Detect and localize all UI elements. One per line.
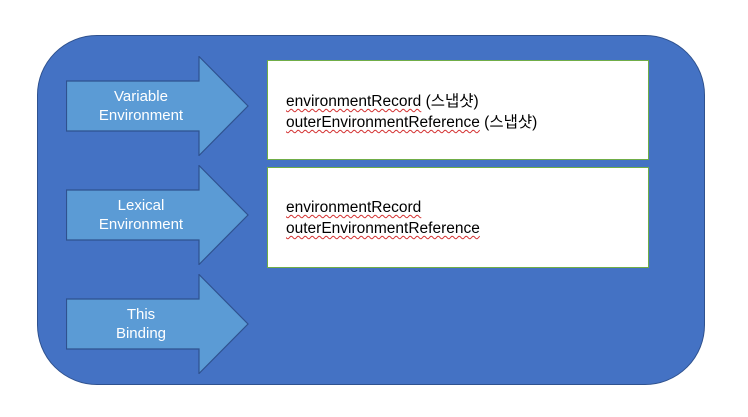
- variable-environment-arrow: Variable Environment: [66, 56, 249, 156]
- variable-environment-box: environmentRecord (스냅샷) outerEnvironment…: [267, 60, 649, 160]
- environment-record-term: environmentRecord: [286, 93, 422, 110]
- environment-record-line: environmentRecord (스냅샷): [286, 91, 648, 112]
- arrow-label-line1: This: [126, 306, 156, 323]
- outer-environment-reference-term: outerEnvironmentReference: [286, 114, 480, 131]
- lexical-environment-arrow: Lexical Environment: [66, 165, 249, 265]
- arrow-label-line2: Environment: [98, 107, 184, 124]
- this-binding-arrow: This Binding: [66, 274, 249, 374]
- outer-environment-reference-line: outerEnvironmentReference: [286, 218, 648, 239]
- outer-environment-reference-line: outerEnvironmentReference (스냅샷): [286, 112, 648, 133]
- environment-record-term: environmentRecord: [286, 199, 422, 216]
- environment-record-line: environmentRecord: [286, 197, 648, 218]
- variable-environment-label: Variable Environment: [66, 82, 216, 130]
- lexical-environment-box: environmentRecord outerEnvironmentRefere…: [267, 167, 649, 268]
- arrow-shape: [66, 56, 249, 156]
- arrow-label-line1: Lexical: [117, 197, 165, 214]
- snapshot-note: (스냅샷): [479, 114, 538, 131]
- outer-environment-reference-term: outerEnvironmentReference: [286, 220, 480, 237]
- snapshot-note: (스냅샷): [421, 93, 479, 110]
- arrow-shape: [66, 165, 249, 265]
- arrow-shape: [66, 274, 249, 374]
- this-binding-label: This Binding: [66, 300, 216, 348]
- arrow-label-line2: Binding: [115, 325, 167, 342]
- lexical-environment-label: Lexical Environment: [66, 191, 216, 239]
- arrow-label-line1: Variable: [114, 88, 168, 105]
- arrow-label-line2: Environment: [98, 216, 184, 233]
